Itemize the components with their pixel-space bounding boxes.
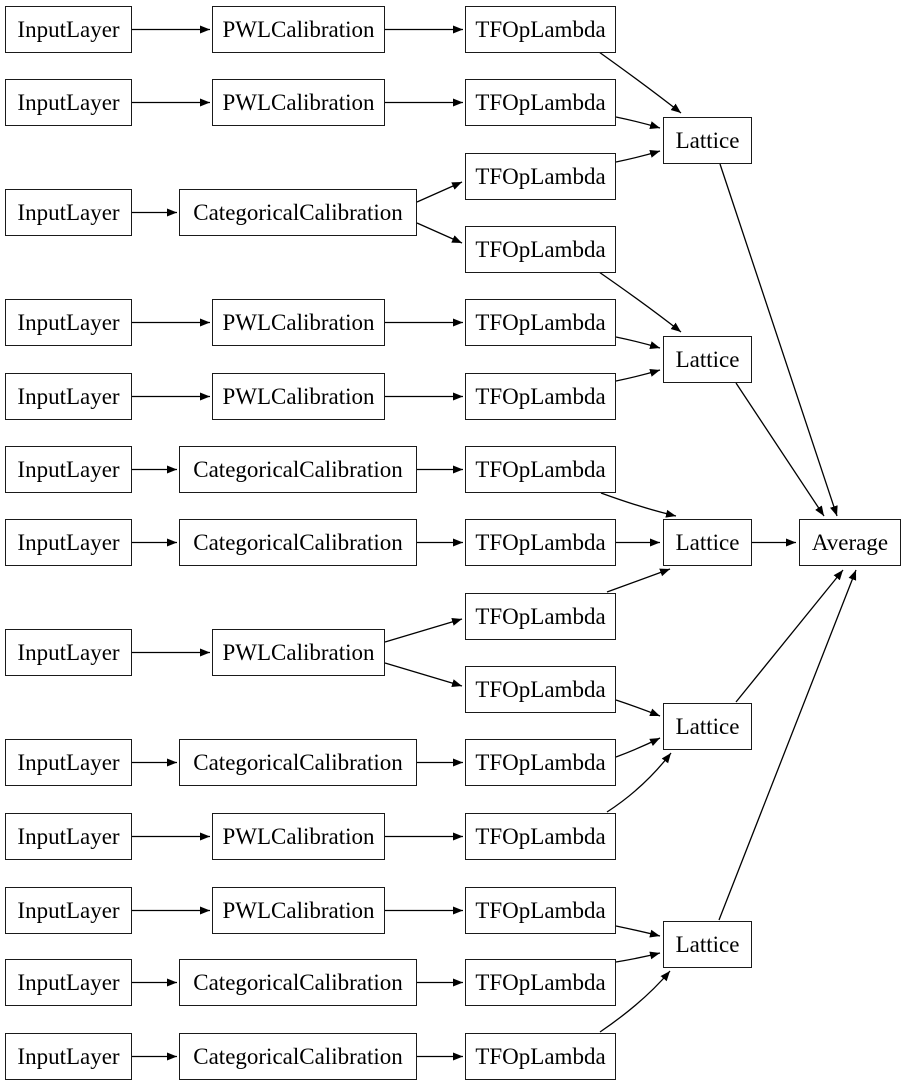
edge-calib_8-tfop_10 bbox=[384, 662, 463, 687]
edge-lattice_5-average bbox=[718, 569, 857, 921]
node-categorical-calibration-12: CategoricalCalibration bbox=[179, 959, 417, 1006]
node-lattice-3: Lattice bbox=[663, 519, 752, 566]
node-tfop-lambda-15: TFOpLambda bbox=[465, 1033, 616, 1080]
edge-lattice_4-average bbox=[735, 569, 844, 703]
edge-tfop_13-lattice_5 bbox=[615, 925, 661, 938]
edge-tfop_15-lattice_5 bbox=[599, 970, 671, 1033]
edge-calib_3-tfop_4 bbox=[416, 222, 463, 244]
edge-tfop_9-lattice_3 bbox=[606, 568, 671, 593]
node-pwl-calibration-1: PWLCalibration bbox=[212, 6, 385, 53]
node-categorical-calibration-6: CategoricalCalibration bbox=[179, 446, 417, 493]
edge-tfop_5-lattice_2 bbox=[615, 336, 661, 349]
edge-tfop_2-lattice_1 bbox=[615, 116, 661, 129]
node-tfop-lambda-14: TFOpLambda bbox=[465, 959, 616, 1006]
node-input-layer-8: InputLayer bbox=[5, 629, 132, 676]
edge-lattice_2-average bbox=[735, 382, 825, 517]
edge-tfop_11-lattice_4 bbox=[615, 737, 661, 758]
node-pwl-calibration-10: PWLCalibration bbox=[212, 813, 385, 860]
edge-tfop_1-lattice_1 bbox=[598, 51, 682, 114]
node-tfop-lambda-4: TFOpLambda bbox=[465, 226, 616, 273]
node-input-layer-4: InputLayer bbox=[5, 299, 132, 346]
edge-calib_8-tfop_9 bbox=[384, 618, 463, 643]
node-tfop-lambda-9: TFOpLambda bbox=[465, 593, 616, 640]
node-average: Average bbox=[799, 519, 901, 566]
node-tfop-lambda-7: TFOpLambda bbox=[465, 446, 616, 493]
edge-tfop_14-lattice_5 bbox=[615, 951, 661, 963]
node-input-layer-12: InputLayer bbox=[5, 959, 132, 1006]
edge-tfop_7-lattice_3 bbox=[600, 492, 677, 518]
node-tfop-lambda-1: TFOpLambda bbox=[465, 6, 616, 53]
edge-calib_3-tfop_3 bbox=[416, 181, 463, 203]
edge-tfop_10-lattice_4 bbox=[615, 699, 661, 717]
node-lattice-1: Lattice bbox=[663, 117, 752, 164]
node-pwl-calibration-5: PWLCalibration bbox=[212, 373, 385, 420]
node-input-layer-3: InputLayer bbox=[5, 189, 132, 236]
edge-tfop_3-lattice_1 bbox=[615, 150, 661, 163]
node-tfop-lambda-5: TFOpLambda bbox=[465, 299, 616, 346]
node-tfop-lambda-13: TFOpLambda bbox=[465, 887, 616, 934]
node-lattice-5: Lattice bbox=[663, 921, 752, 968]
edge-tfop_4-lattice_2 bbox=[598, 271, 682, 333]
node-lattice-4: Lattice bbox=[663, 703, 752, 750]
node-input-layer-11: InputLayer bbox=[5, 887, 132, 934]
node-input-layer-6: InputLayer bbox=[5, 446, 132, 493]
node-pwl-calibration-11: PWLCalibration bbox=[212, 887, 385, 934]
node-tfop-lambda-3: TFOpLambda bbox=[465, 153, 616, 200]
node-pwl-calibration-8: PWLCalibration bbox=[212, 629, 385, 676]
node-categorical-calibration-3: CategoricalCalibration bbox=[179, 189, 417, 236]
node-input-layer-13: InputLayer bbox=[5, 1033, 132, 1080]
node-input-layer-1: InputLayer bbox=[5, 6, 132, 53]
node-input-layer-5: InputLayer bbox=[5, 373, 132, 420]
node-tfop-lambda-2: TFOpLambda bbox=[465, 79, 616, 126]
node-input-layer-10: InputLayer bbox=[5, 813, 132, 860]
node-categorical-calibration-9: CategoricalCalibration bbox=[179, 739, 417, 786]
node-categorical-calibration-7: CategoricalCalibration bbox=[179, 519, 417, 566]
node-categorical-calibration-13: CategoricalCalibration bbox=[179, 1033, 417, 1080]
node-tfop-lambda-10: TFOpLambda bbox=[465, 666, 616, 713]
node-lattice-2: Lattice bbox=[663, 336, 752, 383]
node-tfop-lambda-8: TFOpLambda bbox=[465, 519, 616, 566]
edge-lattice_1-average bbox=[719, 163, 838, 517]
node-tfop-lambda-6: TFOpLambda bbox=[465, 373, 616, 420]
node-tfop-lambda-11: TFOpLambda bbox=[465, 739, 616, 786]
edge-tfop_12-lattice_4 bbox=[606, 752, 672, 813]
edge-tfop_6-lattice_2 bbox=[615, 369, 661, 382]
node-input-layer-7: InputLayer bbox=[5, 519, 132, 566]
node-pwl-calibration-4: PWLCalibration bbox=[212, 299, 385, 346]
node-tfop-lambda-12: TFOpLambda bbox=[465, 813, 616, 860]
node-input-layer-9: InputLayer bbox=[5, 739, 132, 786]
node-input-layer-2: InputLayer bbox=[5, 79, 132, 126]
node-pwl-calibration-2: PWLCalibration bbox=[212, 79, 385, 126]
